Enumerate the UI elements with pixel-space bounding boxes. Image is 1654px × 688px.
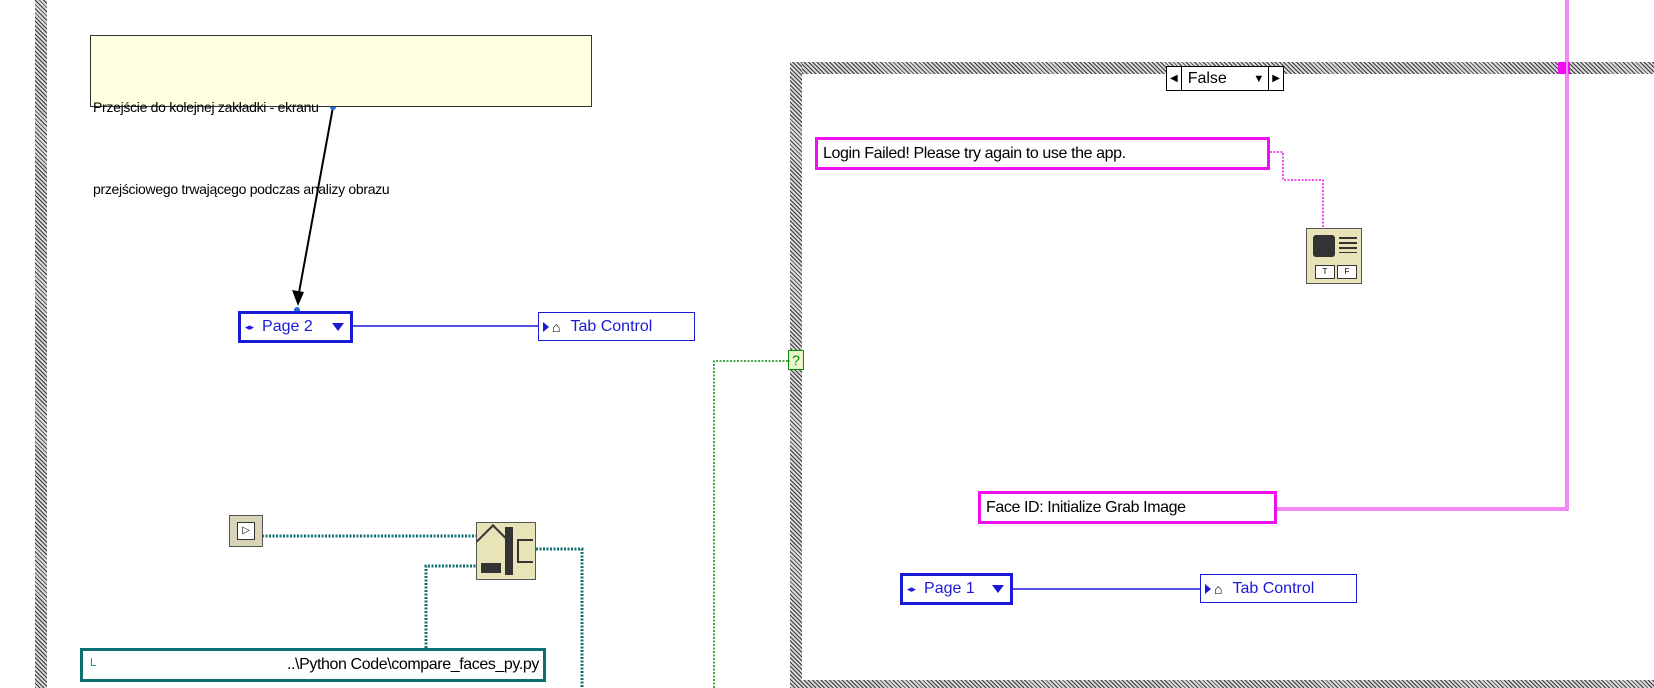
boolean-wire [713,360,790,688]
local-variable-tab-control-2[interactable]: ⌂ Tab Control [1200,574,1357,603]
enum-constant-page2[interactable]: ◂▸ Page 2 [238,311,353,343]
python-path-text: ..\Python Code\compare_faces_py.py [286,656,539,673]
string-wire-login [1270,151,1324,228]
enum-increment-icon[interactable]: ◂▸ [245,321,255,332]
python-out-wire [536,547,584,688]
case-dropdown-icon[interactable]: ▼ [1253,72,1265,85]
python-node-terminal-glyph [481,563,501,573]
local-tab-control-1-label: Tab Control [570,317,653,335]
house-icon: ⌂ [552,318,561,335]
local-variable-tab-control-1[interactable]: ⌂ Tab Control [538,312,695,341]
case-next-icon[interactable]: ▶ [1268,67,1283,90]
string-constant-login-failed[interactable]: Login Failed! Please try again to use th… [815,137,1270,170]
comment-box: Przejście do kolejnej zakładki - ekranu … [90,35,592,197]
comment-line-1: Przejście do kolejnej zakładki - ekranu [93,99,319,115]
case-selector[interactable]: ◀ False ▼ ▶ [1166,66,1284,91]
python-node-tree-glyph [517,539,533,563]
comment-arrow-head [292,290,304,306]
house-icon: ⌂ [1214,580,1223,597]
local-tab-control-2-label: Tab Control [1232,579,1315,597]
path-constant-python[interactable]: └ ..\Python Code\compare_faces_py.py [80,648,546,682]
dialog-two-button-icon[interactable]: T F [1306,228,1362,284]
login-failed-text: Login Failed! Please try again to use th… [823,144,1126,162]
path-icon: └ [87,658,96,672]
dialog-true-button-glyph: T [1315,265,1335,279]
enum-constant-page1[interactable]: ◂▸ Page 1 [900,573,1013,605]
case-structure-bottom-border [790,680,1654,688]
dialog-false-button-glyph: F [1337,265,1357,279]
chevron-down-icon[interactable] [332,323,344,331]
dialog-face-glyph [1313,235,1335,257]
case-selector-value: False [1187,69,1227,87]
path-wire [424,564,476,648]
enum-increment-icon[interactable]: ◂▸ [907,583,917,594]
python-node-bar-glyph [505,527,513,575]
string-constant-face-id[interactable]: Face ID: Initialize Grab Image [978,491,1277,524]
enum-page2-label: Page 2 [262,318,313,335]
case-selector-terminal[interactable]: ? [788,350,804,370]
case-structure-left-border [790,62,802,688]
string-wire-face-id-inner [1277,0,1568,510]
python-session-glyph: ▷ [237,522,255,540]
outer-structure-left-border [35,0,47,688]
case-prev-icon[interactable]: ◀ [1167,67,1182,90]
dialog-lines-glyph [1339,237,1357,253]
face-id-text: Face ID: Initialize Grab Image [986,498,1186,516]
write-direction-icon [1205,583,1211,594]
comment-arrow-wire [297,106,334,299]
enum-page1-label: Page 1 [924,580,975,597]
write-direction-icon [543,321,549,332]
chevron-down-icon[interactable] [992,585,1004,593]
python-session-icon[interactable]: ▷ [229,515,263,547]
python-node-icon[interactable] [476,522,536,580]
comment-line-2: przejściowego trwającego podczas analizy… [93,181,390,197]
